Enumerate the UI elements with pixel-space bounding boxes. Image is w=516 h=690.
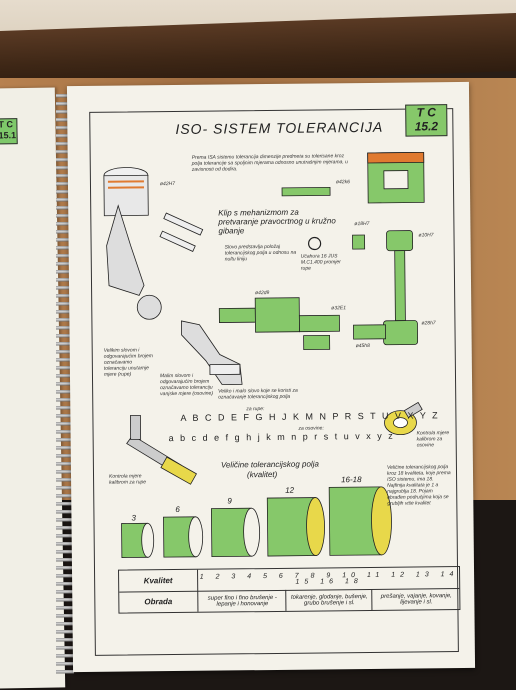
- ring-gauge-drawing: [384, 401, 423, 436]
- note-polja: Veliko i malo slovo koje se koristi za o…: [218, 387, 298, 401]
- obrada-row: Obrada super fino i fino brušenje - lepa…: [119, 588, 461, 613]
- kvalitet-numbers: 1 2 3 4 5 6 7 8 9 10 11 12 13 14 15 16 1…: [197, 567, 461, 591]
- plug-gauge-drawing: [126, 414, 197, 485]
- kvalitet-subheading: (kvalitet): [246, 469, 278, 480]
- illustrations: [103, 151, 425, 558]
- obrada-tokarenje: tokarenje, glodanje, bušenje, grubo bruš…: [285, 588, 373, 611]
- dim-label: ø18H7: [354, 220, 370, 228]
- left-page-tab: T C 15.1: [0, 118, 18, 145]
- kvalitet-label: Kvalitet: [143, 575, 173, 585]
- poster-page: ISO- SISTEM TOLERANCIJA T C 15.2: [66, 81, 476, 673]
- cyl-label-12: 12: [285, 485, 295, 495]
- kontrola-rupe: Kontrola mjere kalibrom za rupe: [109, 473, 147, 486]
- dim-label: ø32E1: [331, 305, 347, 312]
- dim-label: ø45h8: [355, 342, 370, 350]
- note-veliko: Velikim slovom i odgovarajućim brojem oz…: [103, 347, 154, 378]
- connecting-rod-drawing: [352, 230, 419, 346]
- shaft-drawing: [218, 297, 340, 351]
- dim-label: ø10H7: [418, 232, 434, 239]
- intro-text: Prema ISA sistemu tolerancija dimenzije …: [191, 153, 348, 173]
- obrada-fino: super fino i fino brušenje - lepanje i h…: [197, 589, 287, 612]
- dim-label: ø42d9: [255, 290, 270, 297]
- crankshaft-drawing: [181, 320, 243, 385]
- clip-ring: [308, 236, 322, 251]
- piston-drawing: [103, 167, 204, 320]
- kvalitet-table: Kvalitet 1 2 3 4 5 6 7 8 9 10 11 12 13 1…: [118, 566, 461, 614]
- dim-label: ø42H7: [159, 180, 176, 188]
- obrada-presanje: prešanje, vajanje, kovanje, lijevanje i …: [371, 588, 461, 610]
- cyl-label-6: 6: [175, 504, 180, 515]
- cyl-label-16-18: 16-18: [341, 475, 362, 485]
- right-note: Veličine tolerancijskog polja kroz 18 kv…: [386, 464, 451, 507]
- dim-label: ø42k6: [335, 179, 350, 186]
- velicine-heading: Veličine tolerancijskog polja: [220, 459, 319, 470]
- obrada-label: Obrada: [144, 596, 173, 606]
- tolerance-cylinders: [121, 486, 392, 558]
- dim-label: ø28h7: [421, 320, 436, 327]
- hub-drawing: [281, 151, 425, 204]
- cyl-label-9: 9: [227, 496, 232, 506]
- note-ucahure: Učahura 16 JUS M.C1.400 promjer rupe: [300, 253, 341, 272]
- note-malo: Malim slovom i odgovarajućim brojem ozna…: [159, 372, 214, 398]
- kontrola-osovine: Kontrola mjere kalibrom za osovine: [416, 430, 450, 449]
- note-slovo: Slovo predstavlja položaj tolerancijskog…: [224, 243, 297, 263]
- cyl-label-3: 3: [131, 513, 136, 523]
- mechanism-heading: Klip s mehanizmom za pretvaranje pravocr…: [218, 207, 336, 236]
